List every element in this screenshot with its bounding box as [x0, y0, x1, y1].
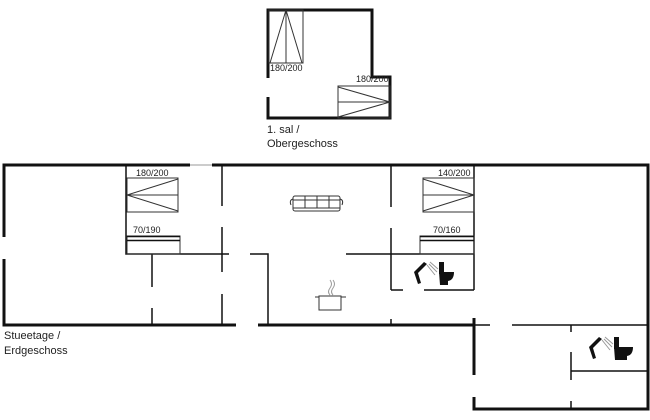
upper-floor: 180/200 180/200 1. sal / Obergeschoss	[266, 8, 392, 150]
ground-floor-walls	[2, 163, 650, 411]
bed-upper-2	[337, 85, 391, 119]
bathroom-fixtures-2	[589, 336, 633, 360]
bed-size-label: 140/200	[438, 168, 471, 178]
toilet-icon	[614, 337, 633, 360]
bed-size-label: 70/160	[433, 225, 461, 235]
bathroom-fixtures-1	[414, 261, 454, 285]
bed-ground-4	[419, 235, 475, 255]
bed-size-label: 180/200	[270, 63, 303, 73]
toilet-icon	[439, 262, 454, 285]
shower-icon	[589, 336, 614, 359]
floor-caption: 1. sal /	[267, 124, 300, 136]
ground-floor: 180/200 70/190 140/200 70/160	[2, 163, 650, 411]
bed-ground-1	[126, 177, 179, 213]
bed-size-label: 180/200	[356, 74, 389, 84]
floor-caption: Obergeschoss	[267, 138, 338, 150]
sofa-icon	[289, 195, 344, 212]
shower-icon	[414, 261, 439, 284]
cooking-pot-icon	[315, 279, 346, 311]
bed-ground-3	[422, 177, 475, 213]
bed-size-label: 180/200	[136, 168, 169, 178]
bed-upper-1	[268, 9, 304, 64]
floor-caption: Stueetage /	[4, 330, 61, 342]
bed-size-label: 70/190	[133, 225, 161, 235]
bed-ground-2	[126, 235, 181, 255]
floor-caption: Erdgeschoss	[4, 345, 68, 357]
